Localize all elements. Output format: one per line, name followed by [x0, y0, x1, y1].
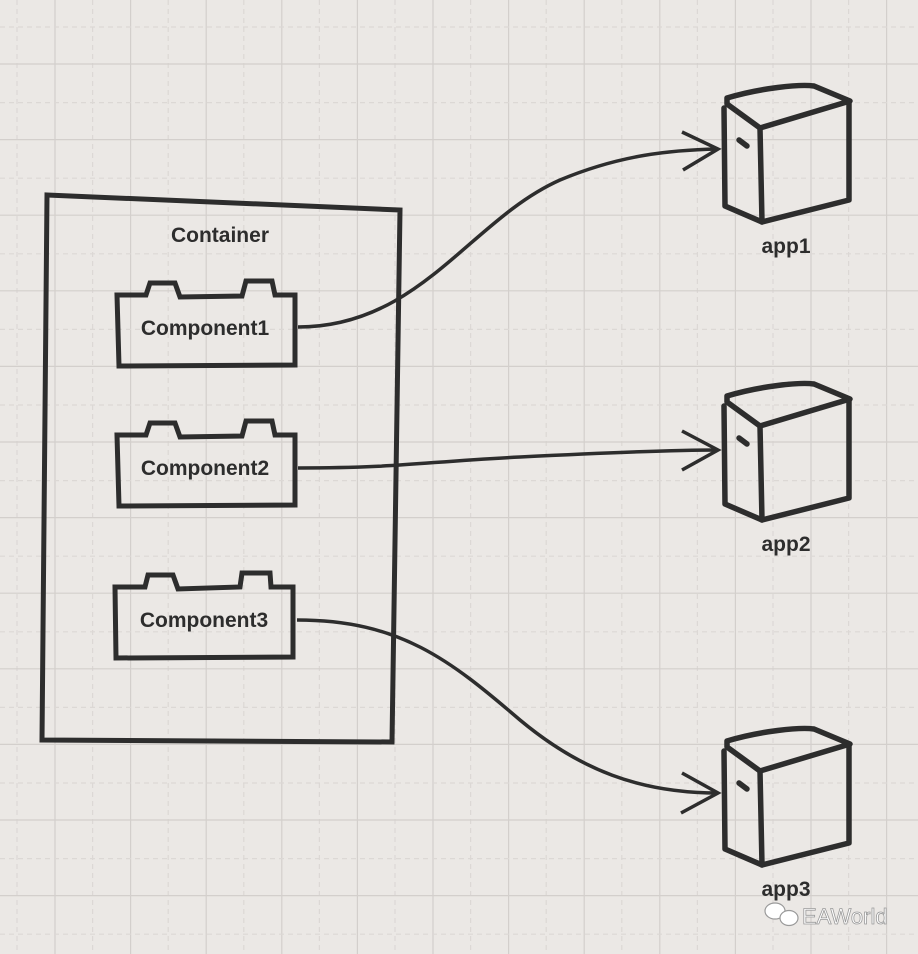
arrowhead-icon	[681, 130, 722, 172]
server-icon	[721, 725, 853, 868]
container[interactable]: Container	[39, 192, 403, 745]
container-label: Container	[171, 224, 269, 247]
server-label: app3	[761, 878, 810, 901]
wechat-icon	[764, 902, 799, 927]
component-label: Component3	[140, 609, 268, 632]
arrowhead-icon	[681, 429, 722, 472]
server-app3[interactable]: app3	[721, 725, 853, 902]
connection-component2-app2[interactable]	[297, 429, 722, 472]
server-label: app2	[761, 533, 810, 556]
component-label: Component2	[141, 457, 269, 480]
watermark-text: EAWorld	[802, 904, 888, 929]
server-label: app1	[761, 235, 810, 258]
server-app2[interactable]: app2	[721, 380, 853, 557]
component-label: Component1	[141, 317, 270, 340]
server-app1[interactable]: app1	[721, 82, 853, 259]
connection-component1-app1[interactable]	[297, 130, 722, 329]
server-icon	[721, 82, 853, 225]
arrowhead-icon	[680, 771, 722, 815]
connection-component3-app3[interactable]	[296, 618, 722, 815]
component-component2[interactable]: Component2	[114, 418, 298, 509]
watermark: EAWorld	[764, 902, 888, 929]
component-component3[interactable]: Component3	[112, 570, 296, 661]
server-icon	[721, 380, 853, 523]
component-component1[interactable]: Component1	[114, 278, 298, 369]
